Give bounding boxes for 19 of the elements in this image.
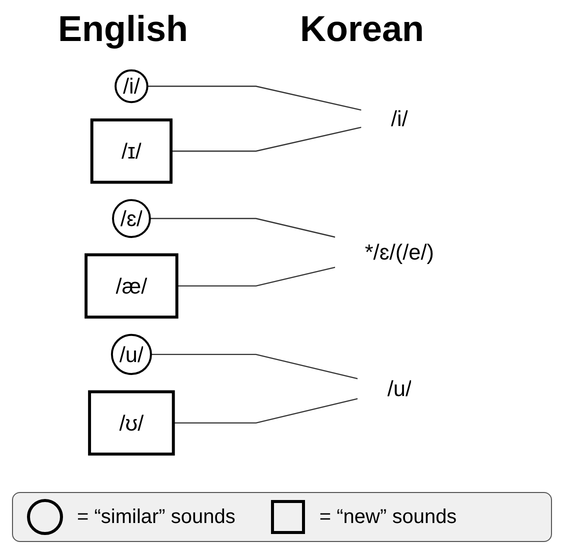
connector — [171, 126, 362, 152]
connector — [176, 266, 336, 287]
node-box: /ɪ/ — [90, 118, 173, 184]
node-box: /æ/ — [84, 253, 178, 319]
node-text: */ɛ/(/e/) — [364, 240, 434, 265]
connector — [147, 86, 362, 111]
connector — [151, 354, 358, 380]
node-text: /u/ — [387, 376, 412, 402]
column-heading: English — [58, 8, 188, 50]
node-circle: /i/ — [114, 69, 148, 104]
node-circle: /ɛ/ — [112, 199, 151, 238]
legend-text: = “new” sounds — [319, 506, 457, 528]
legend-text: = “similar” sounds — [77, 506, 236, 528]
column-heading: Korean — [300, 8, 424, 50]
node-box: /ʊ/ — [88, 390, 175, 456]
connector — [173, 398, 358, 424]
node-circle: /u/ — [111, 334, 152, 375]
node-text: /i/ — [391, 106, 408, 132]
connector — [150, 218, 336, 238]
